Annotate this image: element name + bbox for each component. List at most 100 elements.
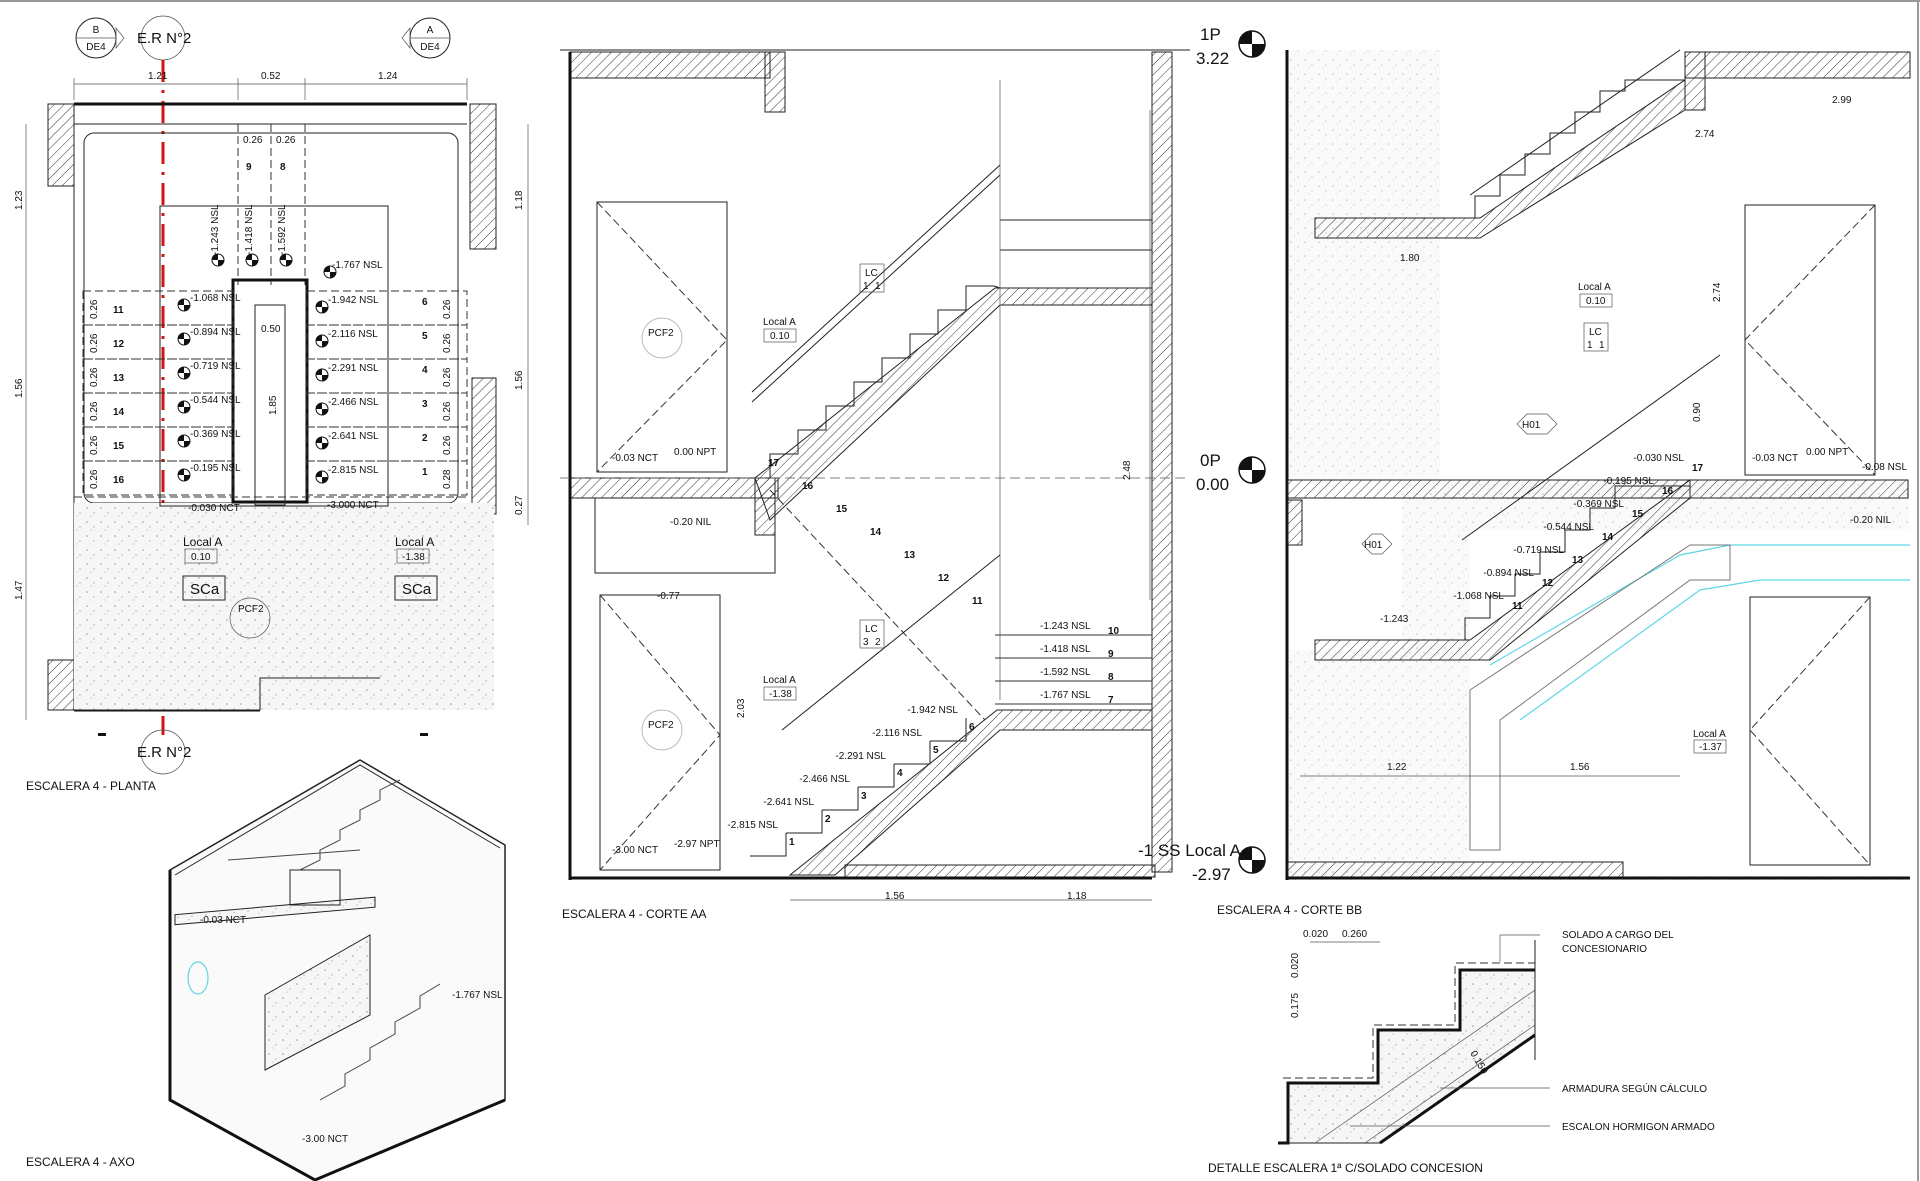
step-number: 9 <box>1108 649 1114 660</box>
dim-label: 1.18 <box>1067 891 1087 902</box>
step-number: 8 <box>280 162 286 173</box>
level-label: -2.291 NSL <box>835 751 886 762</box>
level-label: -1.767 NSL <box>332 260 383 271</box>
tread-width: 0.26 <box>243 135 263 146</box>
step-number: 13 <box>1572 555 1584 566</box>
dim-label: 1.56 <box>885 891 905 902</box>
section-sheet: DE4 <box>420 42 440 53</box>
plan-step <box>306 324 468 360</box>
plan-step <box>306 426 468 462</box>
local-right-tag: Local A -1.38 SCa <box>394 535 438 601</box>
level-label: -1.243 NSL <box>1040 621 1091 632</box>
level-label: -3.00 NCT <box>302 1134 348 1145</box>
level-label: -1.767 NSL <box>452 990 503 1001</box>
tread-width: 0.28 <box>442 469 453 489</box>
level-marker-icon <box>315 470 329 484</box>
level-label: -2.116 NSL <box>328 329 378 340</box>
plan-step <box>82 460 234 496</box>
local-label: Local A <box>1578 282 1611 293</box>
dim-label: 2.74 <box>1695 129 1715 140</box>
tread-width: 0.26 <box>442 435 453 455</box>
plan-step <box>306 290 468 326</box>
level-label: -2.815 NSL <box>727 820 778 831</box>
level-name: -1 SS Local A <box>1138 841 1242 860</box>
tread-width: 0.26 <box>89 299 100 319</box>
local-level: 0.10 <box>770 331 790 342</box>
step-number: 14 <box>113 407 125 418</box>
level-label: -0.369 NSL <box>190 429 241 440</box>
svg-text:LC: LC <box>865 268 878 279</box>
dim-label: 2.99 <box>1832 95 1852 106</box>
local-level: -1.38 <box>769 689 792 700</box>
dim-label: 1.56 <box>514 370 525 390</box>
step-number: 1 <box>789 837 795 848</box>
level-label: -1.942 NSL <box>907 705 958 716</box>
level-marker-icon <box>315 436 329 450</box>
local-level: -1.37 <box>1699 742 1722 753</box>
step-number: 5 <box>422 331 428 342</box>
level-marker-icon <box>177 366 191 380</box>
level-label: -0.719 NSL <box>1513 545 1564 556</box>
dim-label: 0.020 <box>1303 929 1328 940</box>
level-label: -0.544 NSL <box>1543 522 1594 533</box>
axonometric-view: -0.03 NCT -1.767 NSL -3.00 NCT ESCALERA … <box>26 759 506 1181</box>
level-label: -0.03 NCT <box>1752 453 1798 464</box>
dim-label: 1.47 <box>14 580 25 600</box>
step-number: 9 <box>246 162 252 173</box>
level-datum-icon <box>1238 846 1266 874</box>
step-number: 15 <box>836 504 848 515</box>
tread-width: 0.26 <box>89 367 100 387</box>
step-number: 12 <box>938 573 950 584</box>
level-marker-icon <box>279 253 293 267</box>
detail-title: DETALLE ESCALERA 1ª C/SOLADO CONCESION <box>1208 1161 1483 1175</box>
level-label: -1.942 NSL <box>328 295 379 306</box>
level-marker-icon <box>245 253 259 267</box>
level-label: -2.291 NSL <box>328 363 379 374</box>
svg-text:1: 1 <box>875 281 881 292</box>
step-number: 10 <box>1108 626 1120 637</box>
svg-text:3: 3 <box>863 637 869 648</box>
section-aa-title: ESCALERA 4 - CORTE AA <box>562 907 707 921</box>
plan-step <box>306 460 468 496</box>
level-marker-icon <box>177 298 191 312</box>
dim-label: 2.48 <box>1122 460 1133 480</box>
dim-label: -0.77 <box>657 591 680 602</box>
step-number: 16 <box>1662 486 1674 497</box>
step-number: 4 <box>897 768 903 779</box>
svg-text:SCa: SCa <box>190 581 220 598</box>
dim-label: 1.24 <box>378 71 398 82</box>
step-number: 7 <box>1108 695 1114 706</box>
level-label: 0.00 NPT <box>1806 447 1848 458</box>
tread-width: 0.26 <box>442 333 453 353</box>
level-marker-icon <box>177 434 191 448</box>
step-number: 16 <box>802 481 814 492</box>
tread-width: 0.26 <box>89 333 100 353</box>
dim-label: 1.56 <box>1570 762 1590 773</box>
step-number: 2 <box>825 814 831 825</box>
svg-text:-1.38: -1.38 <box>402 552 425 563</box>
level-label: -0.03 NCT <box>612 453 658 464</box>
tread-width: 0.26 <box>276 135 296 146</box>
level-datum-icon <box>1238 30 1266 58</box>
level-marker-icon <box>323 265 337 279</box>
h01-tag: H01 <box>1522 420 1541 431</box>
level-marker-icon <box>315 368 329 382</box>
step-number: 2 <box>422 433 428 444</box>
step-number: 6 <box>422 297 428 308</box>
level-label: -1.068 NSL <box>190 293 241 304</box>
plan-step <box>306 358 468 394</box>
level-label: -1.592 NSL <box>277 204 288 255</box>
level-label: -0.195 NSL <box>1603 476 1654 487</box>
level-label: -0.03 NCT <box>200 915 246 926</box>
level-value: -2.97 <box>1192 865 1231 884</box>
step-number: 11 <box>972 596 983 607</box>
level-label: -1.068 NSL <box>1453 591 1504 602</box>
door-tag: PCF2 <box>648 328 674 339</box>
level-name: 1P <box>1200 25 1221 44</box>
